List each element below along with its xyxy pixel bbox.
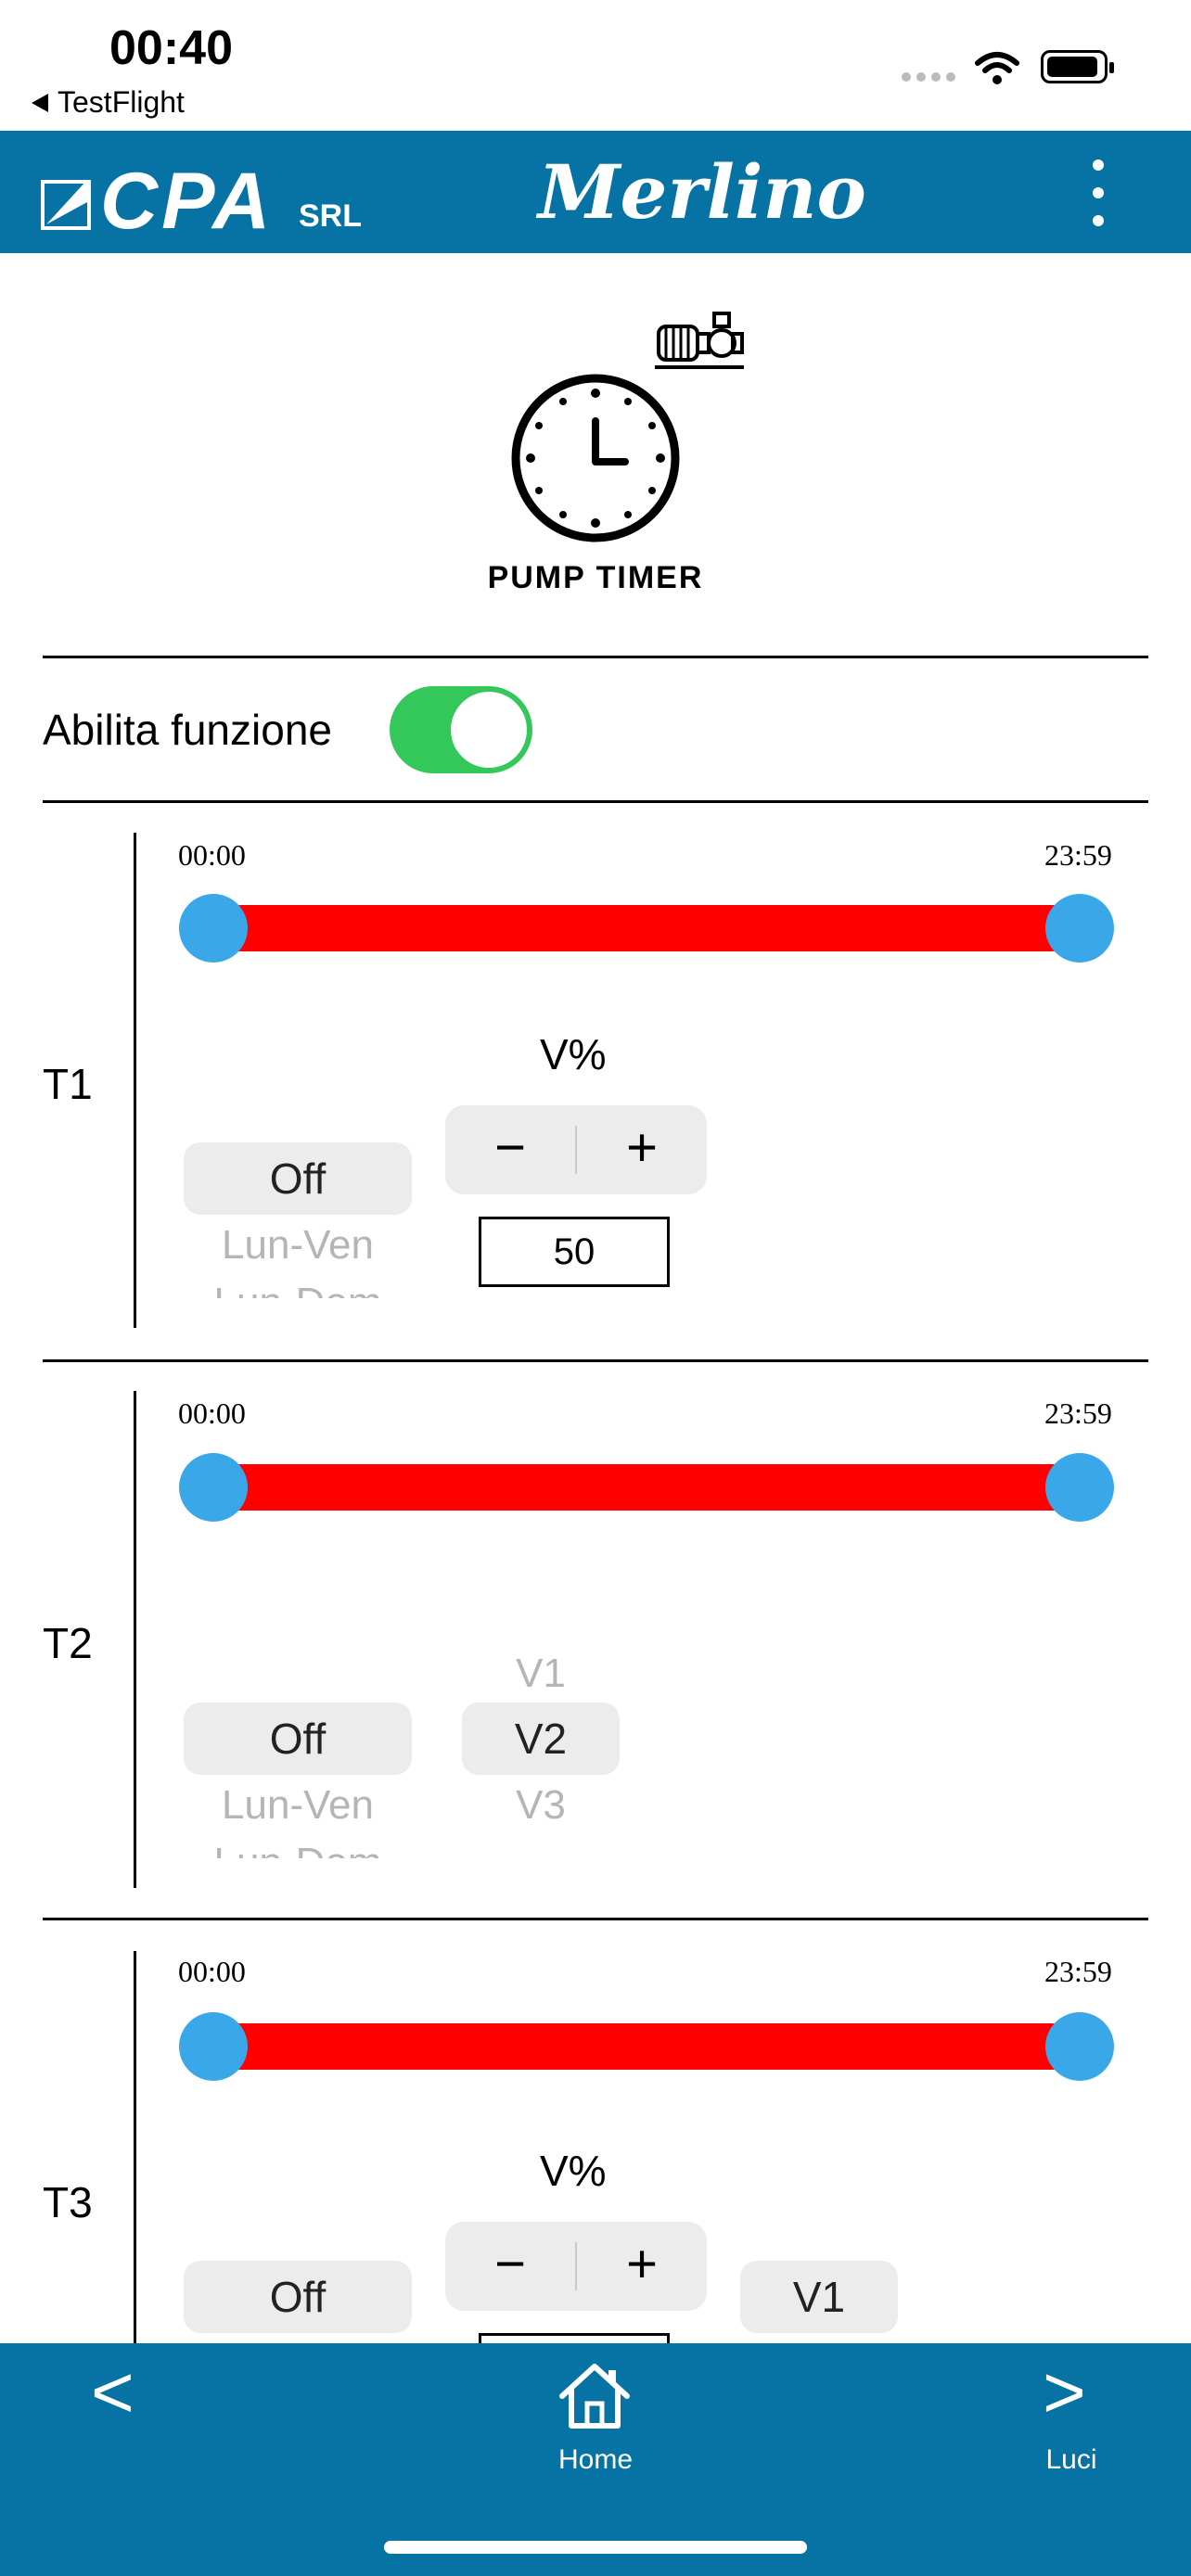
wifi-icon (975, 52, 1019, 84)
days-option: Lun-Dom (184, 1840, 412, 1858)
increment-button[interactable]: + (626, 1117, 658, 1178)
start-handle[interactable] (179, 1453, 248, 1522)
cellular-signal-icon (902, 72, 955, 82)
home-icon[interactable] (557, 2361, 633, 2431)
start-time-label: 00:00 (178, 1955, 246, 1988)
days-selected: Off (184, 1142, 412, 1215)
status-time: 00:40 (109, 21, 233, 75)
timer-label: T1 (43, 1060, 93, 1108)
timer-label: T2 (43, 1619, 93, 1667)
decrement-button[interactable]: − (494, 2234, 526, 2294)
home-button-label[interactable]: Home (557, 2444, 634, 2475)
enable-function-label: Abilita funzione (43, 706, 332, 754)
section-line (134, 1391, 136, 1888)
bottom-navigation (0, 2343, 1191, 2576)
speed-option: V1 (516, 1651, 566, 1696)
logo-suffix: SRL (299, 198, 362, 234)
days-picker[interactable]: Off Lun-Ven Lun-Dom (184, 1139, 412, 1298)
start-time-label: 00:00 (178, 838, 246, 872)
more-menu-icon[interactable] (1087, 159, 1109, 226)
time-range-slider[interactable] (211, 1464, 1080, 1511)
section-line (134, 1951, 136, 2350)
prev-page-button[interactable]: < (91, 2351, 134, 2433)
time-range-slider[interactable] (211, 2023, 1080, 2070)
back-to-testflight[interactable]: TestFlight (32, 85, 185, 120)
days-selected[interactable]: Off (184, 2261, 412, 2333)
divider (43, 656, 1148, 658)
end-time-label: 23:59 (1044, 1955, 1112, 1988)
v-percent-stepper: − + (445, 1105, 707, 1194)
v-percent-stepper: − + (445, 2222, 707, 2311)
next-page-button[interactable]: > (1043, 2351, 1086, 2433)
section-line (134, 833, 136, 1328)
days-option: Lun-Ven (222, 1222, 374, 1268)
battery-icon (1041, 50, 1114, 83)
end-time-label: 23:59 (1044, 1396, 1112, 1430)
days-picker[interactable]: Off Lun-Ven Lun-Dom (184, 1699, 412, 1858)
days-option: Lun-Dom (184, 1280, 412, 1298)
back-arrow-icon (32, 93, 48, 112)
v-percent-value[interactable]: 50 (479, 1217, 670, 1287)
divider (43, 1918, 1148, 1920)
timer-label: T3 (43, 2178, 93, 2226)
app-header (0, 131, 1191, 253)
end-time-label: 23:59 (1044, 838, 1112, 872)
end-handle[interactable] (1045, 894, 1114, 963)
speed-option: V3 (516, 1782, 566, 1828)
enable-function-toggle[interactable] (390, 686, 532, 773)
start-time-label: 00:00 (178, 1396, 246, 1430)
start-handle[interactable] (179, 894, 248, 963)
divider (43, 800, 1148, 803)
divider (43, 1359, 1148, 1362)
v-percent-label: V% (540, 2147, 607, 2195)
logo-text: CPA (100, 157, 275, 246)
decrement-button[interactable]: − (494, 1117, 526, 1178)
logo-mark-icon (41, 180, 91, 230)
time-range-slider[interactable] (211, 905, 1080, 951)
speed-picker[interactable]: V1 V2 V3 (462, 1647, 620, 1851)
speed-selected: V2 (462, 1702, 620, 1775)
end-handle[interactable] (1045, 1453, 1114, 1522)
brand-title: Merlino (538, 148, 866, 236)
pump-icon (655, 312, 744, 369)
end-handle[interactable] (1045, 2012, 1114, 2081)
speed-selected[interactable]: V1 (740, 2261, 898, 2333)
days-option: Lun-Ven (222, 1782, 374, 1828)
next-page-label[interactable]: Luci (1045, 2444, 1097, 2475)
increment-button[interactable]: + (626, 2234, 658, 2294)
page-title: PUMP TIMER (487, 560, 704, 595)
v-percent-label: V% (540, 1030, 607, 1078)
clock-icon (511, 374, 680, 542)
home-indicator[interactable] (384, 2541, 807, 2554)
start-handle[interactable] (179, 2012, 248, 2081)
back-label: TestFlight (58, 85, 185, 119)
days-selected: Off (184, 1702, 412, 1775)
